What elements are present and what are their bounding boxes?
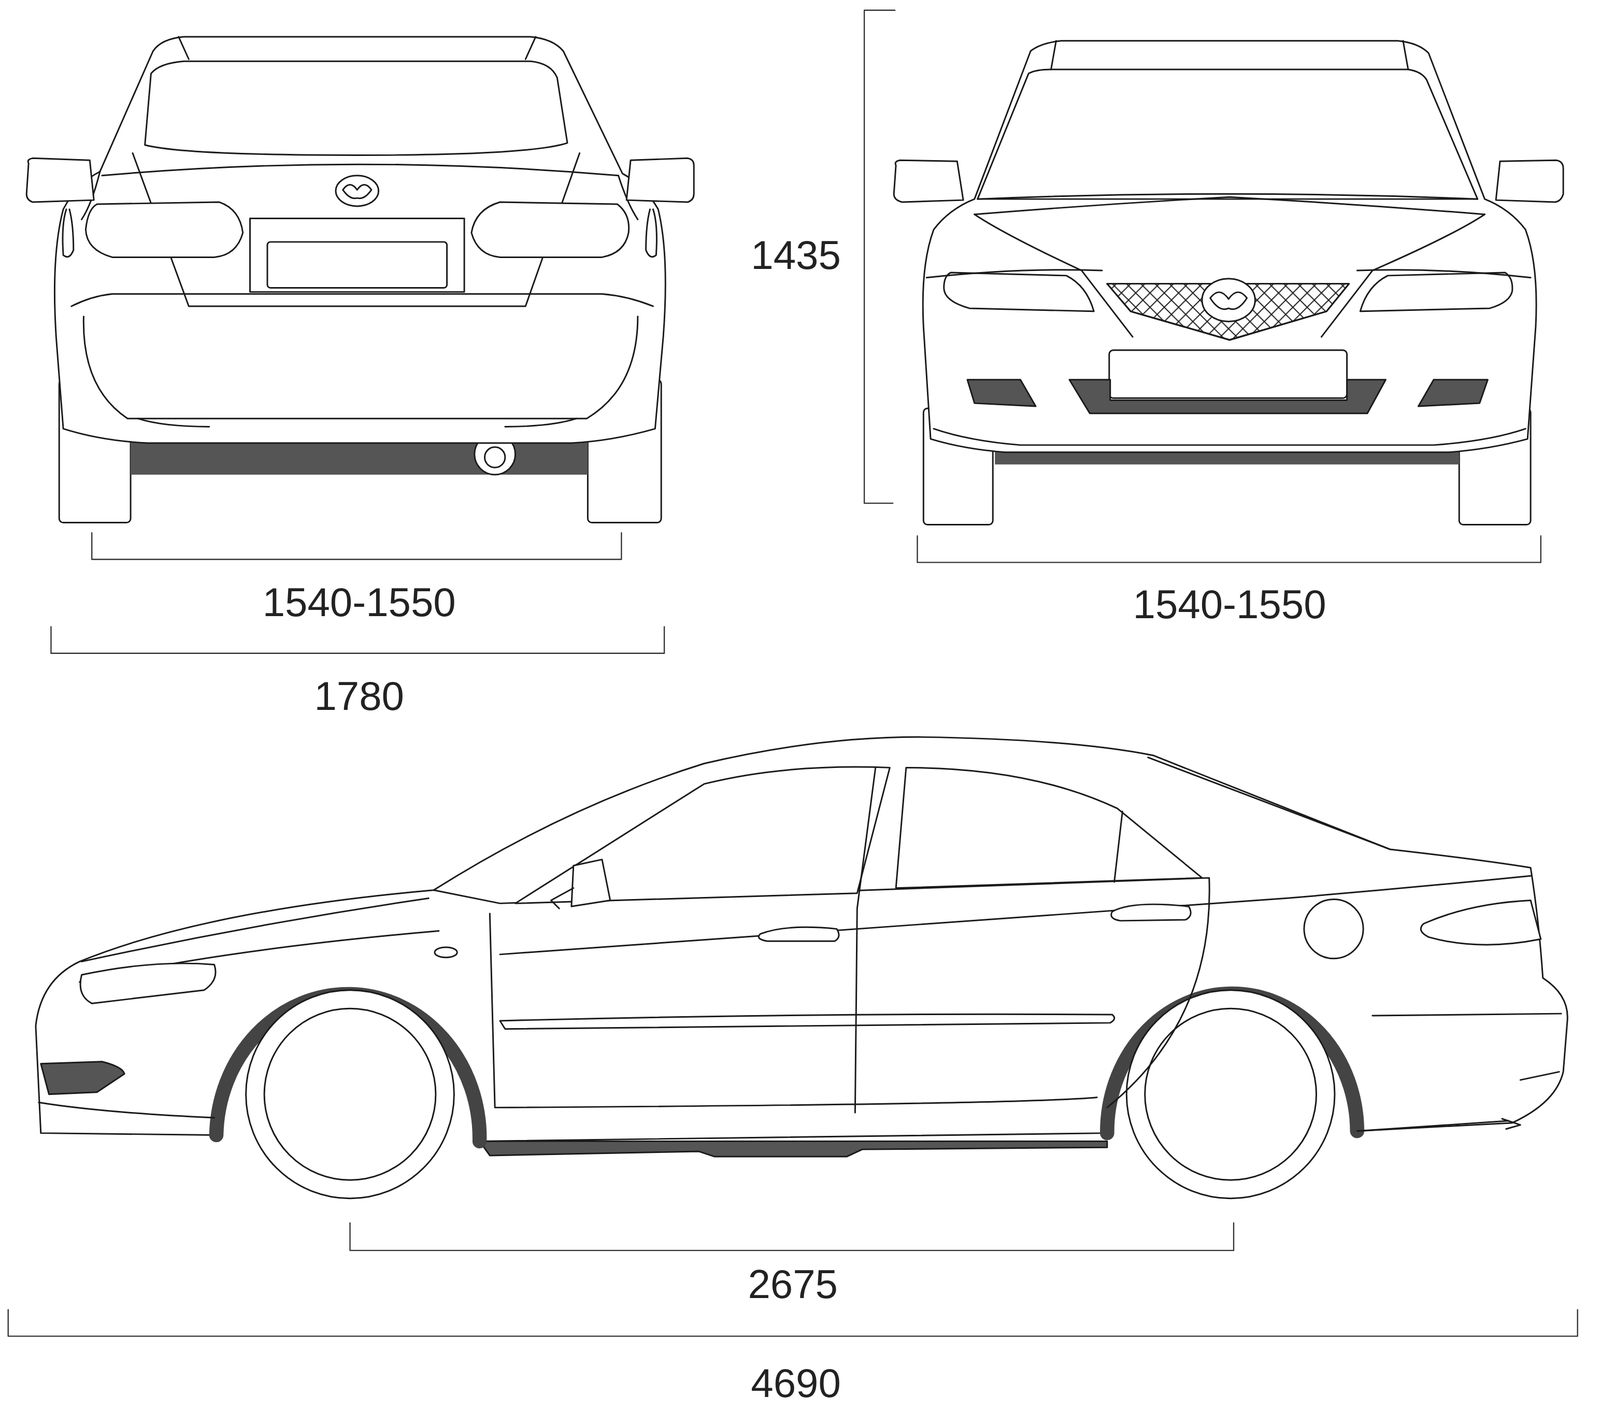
rear-view-part xyxy=(646,209,657,257)
side-view-part xyxy=(38,1102,215,1119)
front-view-part xyxy=(1050,40,1408,70)
dimension-value: 1540-1550 xyxy=(259,581,460,623)
rear-view-part xyxy=(85,202,243,257)
side-view-part xyxy=(80,963,216,1004)
front-view-part xyxy=(1360,272,1513,312)
side-view-part xyxy=(571,859,611,907)
rear-view-part xyxy=(71,293,654,307)
side-view xyxy=(35,736,1568,1198)
side-view-part xyxy=(1356,1013,1562,1132)
side-view-part xyxy=(550,888,574,909)
rear-view-part xyxy=(267,241,448,289)
rear-view-part xyxy=(62,209,74,257)
dimension-brackets-part xyxy=(350,1222,1234,1251)
side-view-part xyxy=(479,1140,1108,1157)
side-view-part xyxy=(40,1061,125,1095)
side-view-part xyxy=(1502,1118,1521,1130)
front-view-part xyxy=(933,428,1526,446)
dimension-value: 2675 xyxy=(744,1263,841,1305)
front-view-part xyxy=(926,269,1531,278)
front-view-part xyxy=(974,196,1485,214)
dimension-brackets-part xyxy=(917,535,1541,563)
rear-view-part xyxy=(54,36,666,444)
front-view-part xyxy=(977,69,1478,199)
front-view-part xyxy=(1069,379,1387,414)
front-view-part xyxy=(944,272,1094,312)
side-view-part xyxy=(854,767,876,1113)
rear-view-part xyxy=(26,158,94,203)
side-view-part xyxy=(1148,757,1391,850)
rear-view-part xyxy=(250,218,465,293)
side-view-part xyxy=(500,1013,1115,1029)
side-view-part xyxy=(264,1008,436,1180)
dimension-value: 1540-1550 xyxy=(1130,583,1330,625)
side-view-part xyxy=(246,990,455,1199)
rear-view xyxy=(26,36,694,523)
side-view-part xyxy=(1111,904,1191,921)
rear-view-part xyxy=(145,61,568,155)
rear-view-part xyxy=(484,447,505,468)
front-view-part xyxy=(1109,350,1348,399)
side-view-part xyxy=(1145,1008,1317,1180)
dimension-brackets-part xyxy=(864,10,895,504)
front-view-part xyxy=(1495,160,1564,203)
side-view-part xyxy=(895,767,1203,888)
rear-view-part xyxy=(178,36,536,60)
front-view xyxy=(893,40,1564,525)
side-view-part xyxy=(500,875,1531,955)
dimension-value: 1435 xyxy=(747,234,845,276)
rear-view-part xyxy=(626,158,694,203)
front-view-part xyxy=(1210,292,1248,310)
front-view-part xyxy=(967,379,1036,407)
car-blueprint-part xyxy=(8,10,1578,1337)
front-view-part xyxy=(893,160,964,203)
rear-view-part xyxy=(102,164,619,176)
side-view-part xyxy=(1420,900,1541,945)
side-view-part xyxy=(489,913,1097,1108)
side-view-part xyxy=(434,947,457,958)
rear-view-part xyxy=(335,175,379,207)
side-view-part xyxy=(758,926,839,941)
side-view-part xyxy=(1126,990,1335,1199)
front-view-part xyxy=(1418,379,1488,407)
dimension-brackets xyxy=(8,10,1578,1337)
dimension-value: 4690 xyxy=(747,1362,845,1404)
front-view-part xyxy=(922,40,1537,453)
front-view-part xyxy=(1202,278,1255,322)
rear-view-part xyxy=(471,202,630,257)
dimension-brackets-part xyxy=(91,532,622,560)
dimension-brackets-part xyxy=(50,626,665,654)
rear-view-part xyxy=(137,418,577,427)
dimension-value: 1780 xyxy=(310,675,408,717)
side-view-part xyxy=(1114,811,1123,882)
side-view-part xyxy=(515,766,891,904)
side-view-part xyxy=(1304,898,1364,959)
rear-view-part xyxy=(343,184,372,199)
rear-view-part xyxy=(83,316,638,419)
dimension-brackets-part xyxy=(8,1309,1578,1336)
